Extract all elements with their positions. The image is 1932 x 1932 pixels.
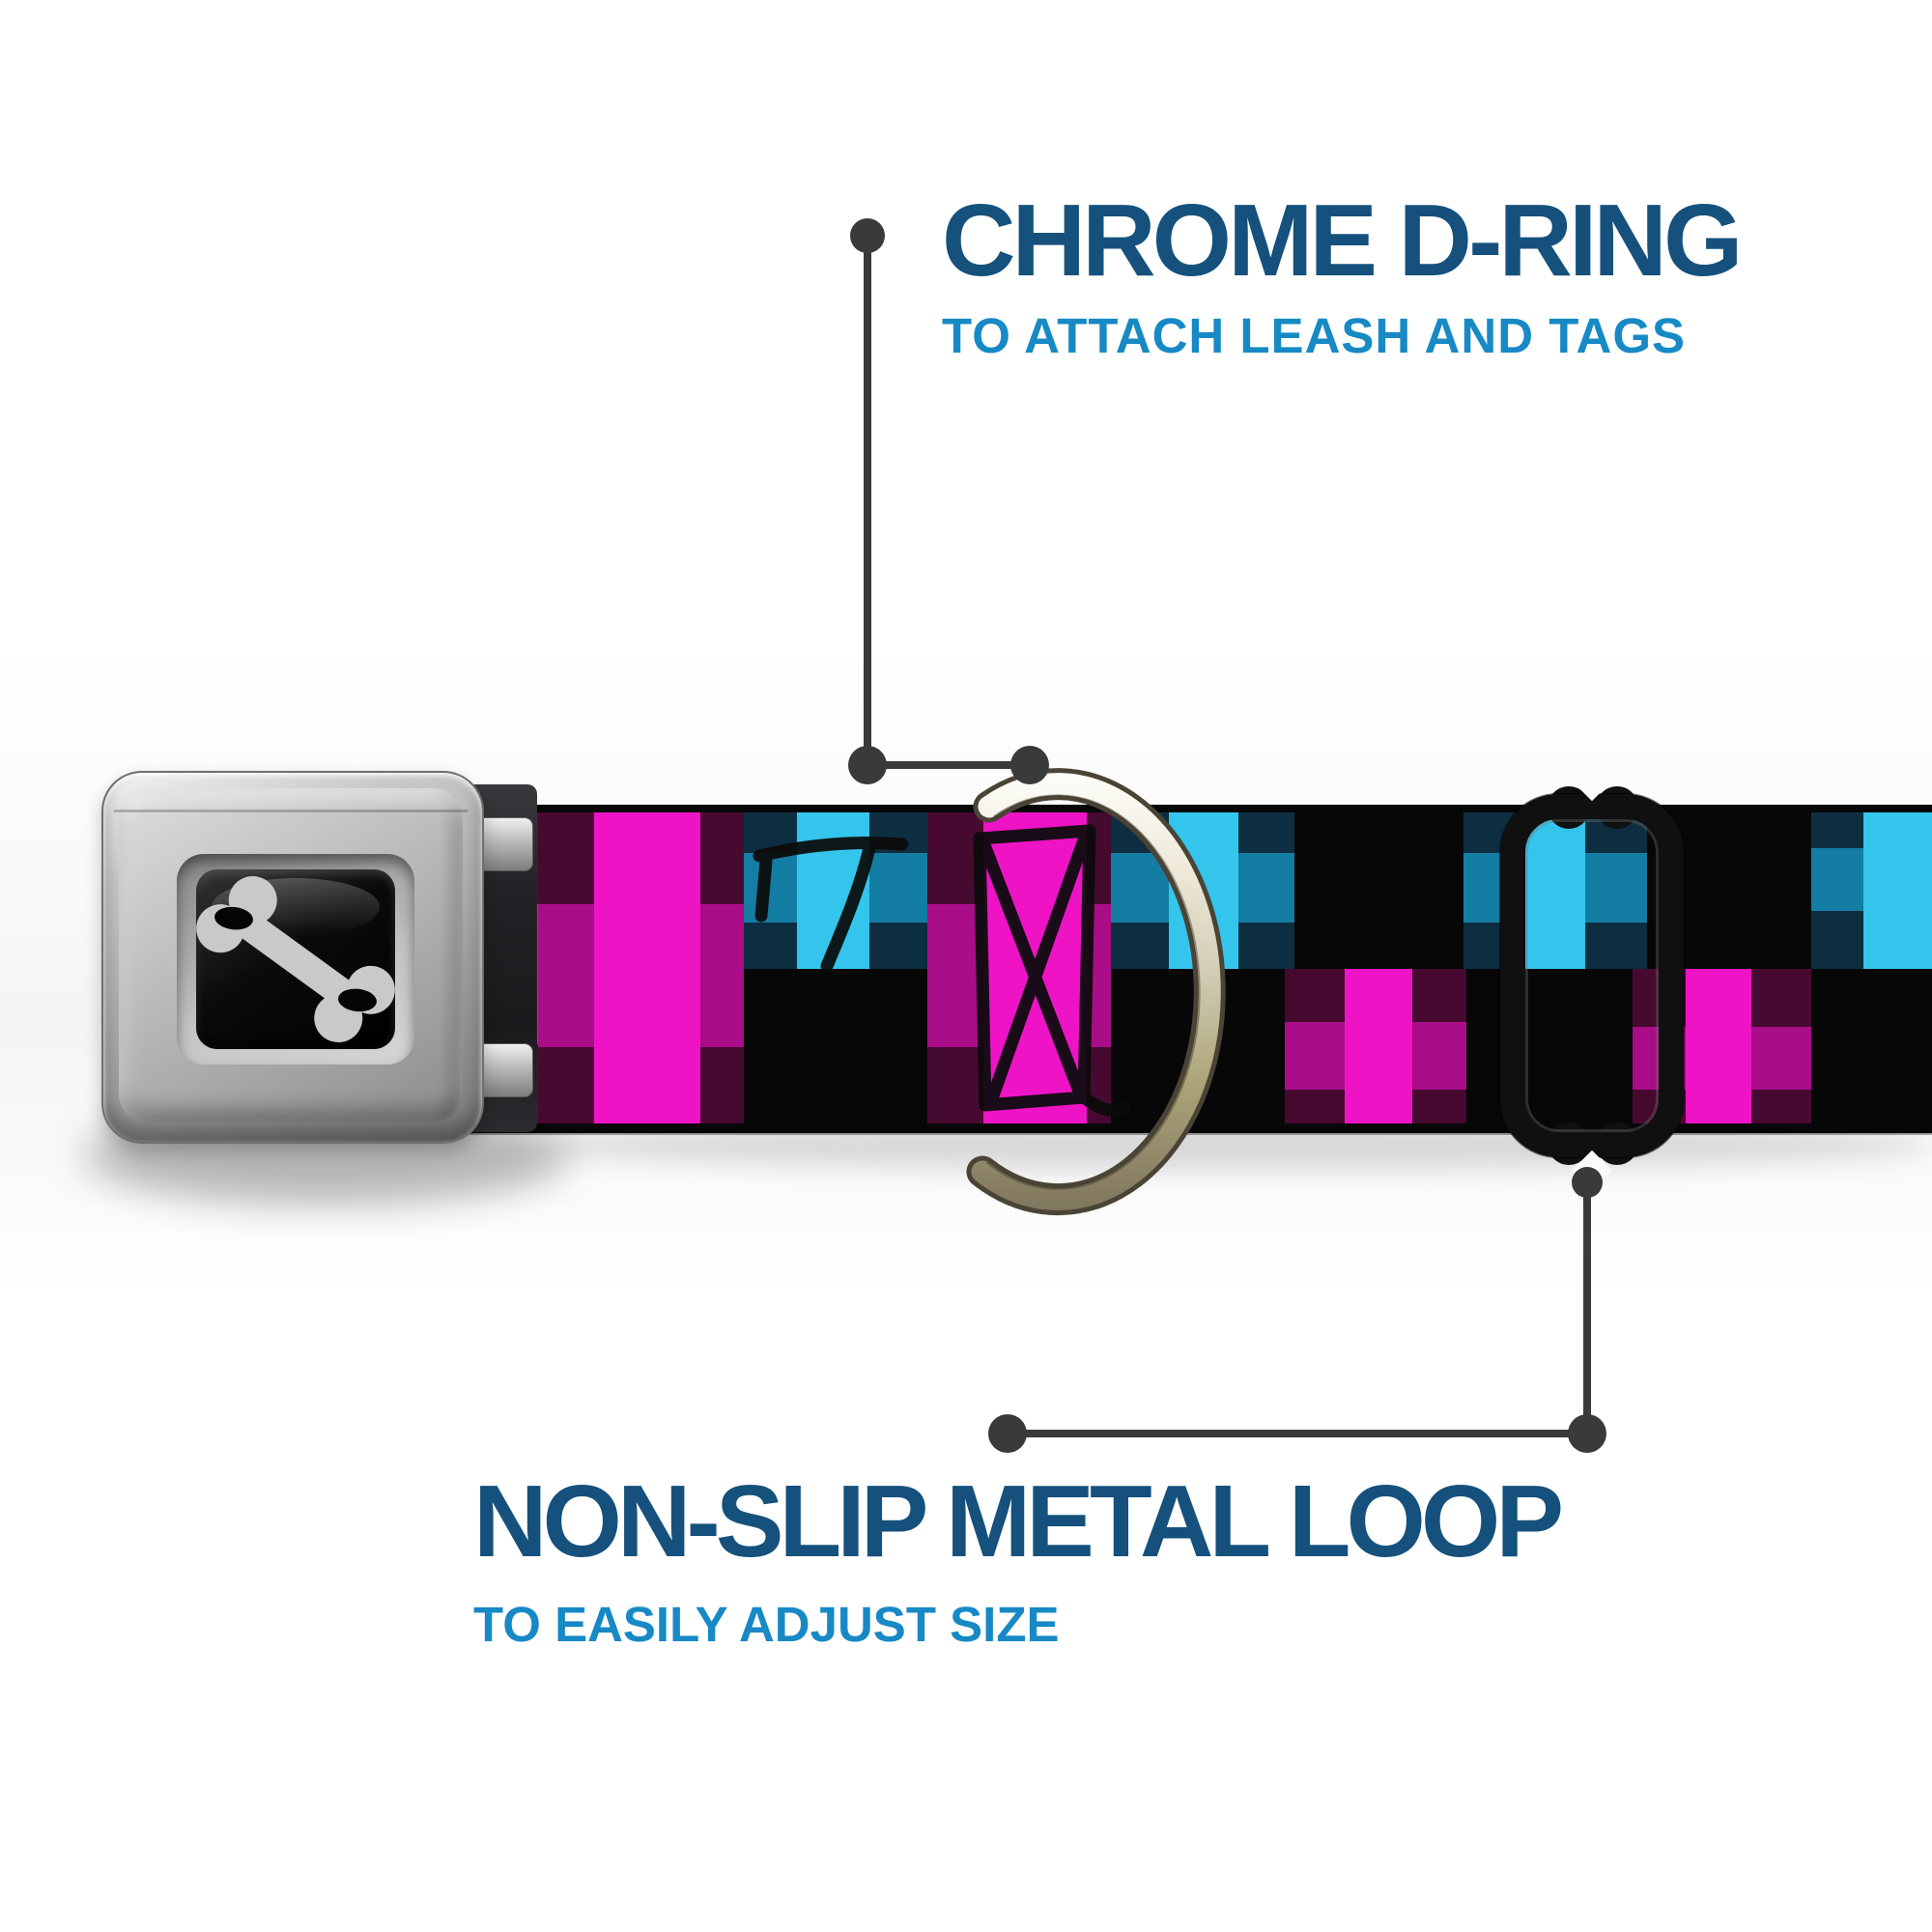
- buckle-seam: [114, 810, 468, 812]
- dring-callout-vline: [864, 232, 871, 765]
- loop-callout-dot-part: [1572, 1167, 1603, 1198]
- slider-loop: [1500, 794, 1684, 1157]
- bone-icon: [196, 875, 395, 1043]
- seven-mark-tick: [754, 855, 773, 923]
- loop-callout-hline: [1008, 1430, 1589, 1437]
- loop-callout-dot-text: [988, 1414, 1027, 1453]
- loop-callout-subtitle: TO EASILY ADJUST SIZE: [473, 1597, 1060, 1652]
- loop-callout-title: NON-SLIP METAL LOOP: [473, 1464, 1564, 1578]
- loop-callout-dot-corner: [1568, 1414, 1606, 1453]
- dring-callout-hline: [867, 761, 1032, 769]
- seven-mark: [753, 837, 909, 863]
- dring-callout-dot-text: [850, 218, 885, 253]
- x-mark-tail: [1077, 1091, 1131, 1117]
- loop-callout-vline: [1583, 1182, 1591, 1434]
- dring-callout-dot-corner: [848, 746, 887, 784]
- plaid-check-pink: [538, 812, 744, 1123]
- plaid-check-cyan: [1811, 812, 1932, 969]
- plaid-check-pink: [1633, 969, 1811, 1123]
- plaid-check-pink: [1285, 969, 1466, 1123]
- dring-callout-title: CHROME D-RING: [942, 184, 1743, 298]
- x-mark-diag2: [984, 828, 1093, 1108]
- x-mark-diag1: [977, 836, 1087, 1100]
- dring-callout-subtitle: TO ATTACH LEASH AND TAGS: [942, 308, 1687, 363]
- seven-mark-leg: [820, 841, 876, 973]
- dring-callout-dot-part: [1010, 746, 1049, 784]
